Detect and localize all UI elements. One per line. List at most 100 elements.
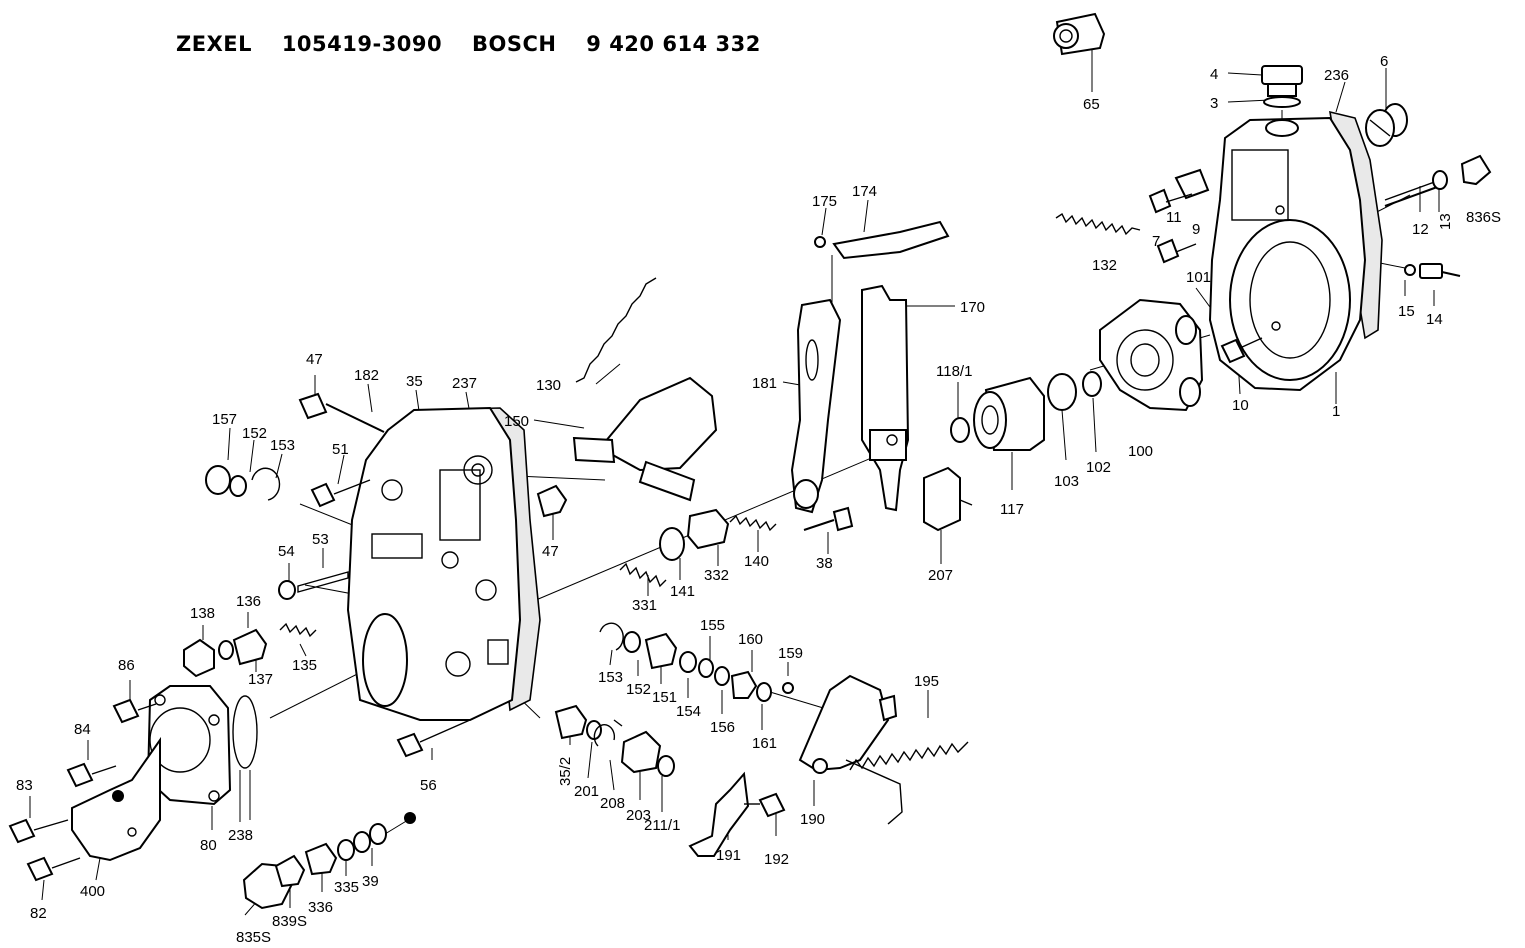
part-155-ring — [698, 658, 714, 678]
label-336: 336 — [308, 899, 333, 916]
label-103: 103 — [1054, 473, 1079, 490]
part-65-nut — [1053, 12, 1106, 56]
label-836S-top: 836S — [1466, 209, 1501, 226]
label-152a: 152 — [242, 425, 267, 442]
label-157: 157 — [212, 411, 237, 428]
part-83-bolt — [8, 818, 36, 844]
part-336-nut — [304, 842, 338, 876]
label-15: 15 — [1398, 303, 1415, 320]
part-6-screw-plug — [1365, 103, 1408, 147]
label-65: 65 — [1083, 96, 1100, 113]
part-152-ring-b — [623, 631, 641, 653]
part-47-nut — [536, 484, 568, 518]
label-80: 80 — [200, 837, 217, 854]
label-137: 137 — [248, 671, 273, 688]
part-103-bushing — [1047, 373, 1077, 411]
part-51-screw — [310, 482, 336, 508]
label-236: 236 — [1324, 67, 1349, 84]
part-141-washer — [659, 527, 685, 561]
label-14: 14 — [1426, 311, 1443, 328]
part-150-lever — [572, 376, 718, 502]
label-154: 154 — [676, 703, 701, 720]
part-labels: 65 4 3 236 6 836S 13 12 9 11 7 132 101 1… — [16, 53, 1501, 946]
label-7: 7 — [1152, 233, 1160, 250]
label-191: 191 — [716, 847, 741, 864]
label-132: 132 — [1092, 257, 1117, 274]
label-201: 201 — [574, 783, 599, 800]
label-130: 130 — [536, 377, 561, 394]
part-100-flyweight — [1099, 298, 1204, 412]
label-117: 117 — [1000, 501, 1024, 518]
label-182: 182 — [354, 367, 379, 384]
part-151-bushing — [644, 632, 678, 670]
cover-plate-group — [8, 685, 471, 882]
label-190: 190 — [800, 811, 825, 828]
label-331: 331 — [632, 597, 657, 614]
part-159-ball — [782, 682, 794, 694]
diagram-title: ZEXEL 105419-3090 BOSCH 9 420 614 332 — [176, 32, 783, 56]
part-53-screw — [297, 571, 349, 593]
part-10-screw — [1220, 337, 1263, 364]
label-102: 102 — [1086, 459, 1111, 476]
part-136-nut — [232, 628, 268, 666]
part-152-ring — [229, 475, 247, 497]
label-237: 237 — [452, 375, 477, 392]
label-151: 151 — [652, 689, 677, 706]
part-1-governor-housing — [1208, 110, 1383, 392]
adjusting-cap-group — [242, 812, 416, 910]
label-203: 203 — [626, 807, 651, 824]
part-47-bolt-top — [298, 392, 328, 420]
part-86-bolt — [112, 698, 140, 724]
part-335-washer — [337, 839, 355, 861]
label-135: 135 — [292, 657, 317, 674]
part-138-cap — [183, 638, 215, 678]
part-84-bolt — [66, 762, 94, 788]
part-56-screw — [396, 732, 424, 758]
label-159: 159 — [778, 645, 803, 662]
label-153a: 153 — [270, 437, 295, 454]
label-35-2: 35/2 — [557, 757, 574, 786]
part-102-washer — [1082, 371, 1102, 397]
label-140: 140 — [744, 553, 769, 570]
zexel-part-number: 105419-3090 — [281, 32, 443, 56]
part-38-bolt — [803, 506, 854, 532]
label-211-1: 211/1 — [644, 817, 680, 834]
part-839S-nut — [274, 854, 306, 888]
brand-bosch: BOSCH — [471, 32, 557, 56]
brand-zexel: ZEXEL — [176, 32, 252, 56]
label-118-1: 118/1 — [936, 363, 972, 380]
part-137-washer — [218, 640, 234, 660]
label-195: 195 — [914, 673, 939, 690]
part-191-bracket — [688, 771, 750, 857]
part-153-clip-b — [599, 622, 624, 651]
part-161-washer — [756, 682, 772, 702]
governor-cover-group — [183, 392, 568, 721]
label-11: 11 — [1166, 209, 1182, 226]
label-12: 12 — [1412, 221, 1429, 238]
label-100: 100 — [1128, 443, 1153, 460]
part-140-screw — [729, 514, 777, 532]
label-1: 1 — [1332, 403, 1340, 420]
part-207-block — [923, 466, 973, 532]
label-152b: 152 — [626, 681, 651, 698]
label-835S: 835S — [236, 929, 271, 946]
part-4-plug — [1261, 65, 1303, 108]
label-82: 82 — [30, 905, 47, 922]
part-130-spring — [575, 277, 657, 383]
part-39-ring — [369, 823, 387, 845]
label-86: 86 — [118, 657, 135, 674]
label-238: 238 — [228, 827, 253, 844]
label-150: 150 — [504, 413, 529, 430]
label-175: 175 — [812, 193, 837, 210]
label-10: 10 — [1232, 397, 1249, 414]
part-35-2-plug — [554, 704, 588, 740]
part-238-o-ring — [232, 695, 258, 769]
part-160-bush — [730, 670, 758, 699]
cover-window — [362, 613, 408, 707]
label-170: 170 — [960, 299, 985, 316]
label-39: 39 — [362, 873, 379, 890]
label-51: 51 — [332, 441, 349, 458]
part-135-screw — [279, 622, 317, 638]
label-136: 136 — [236, 593, 261, 610]
